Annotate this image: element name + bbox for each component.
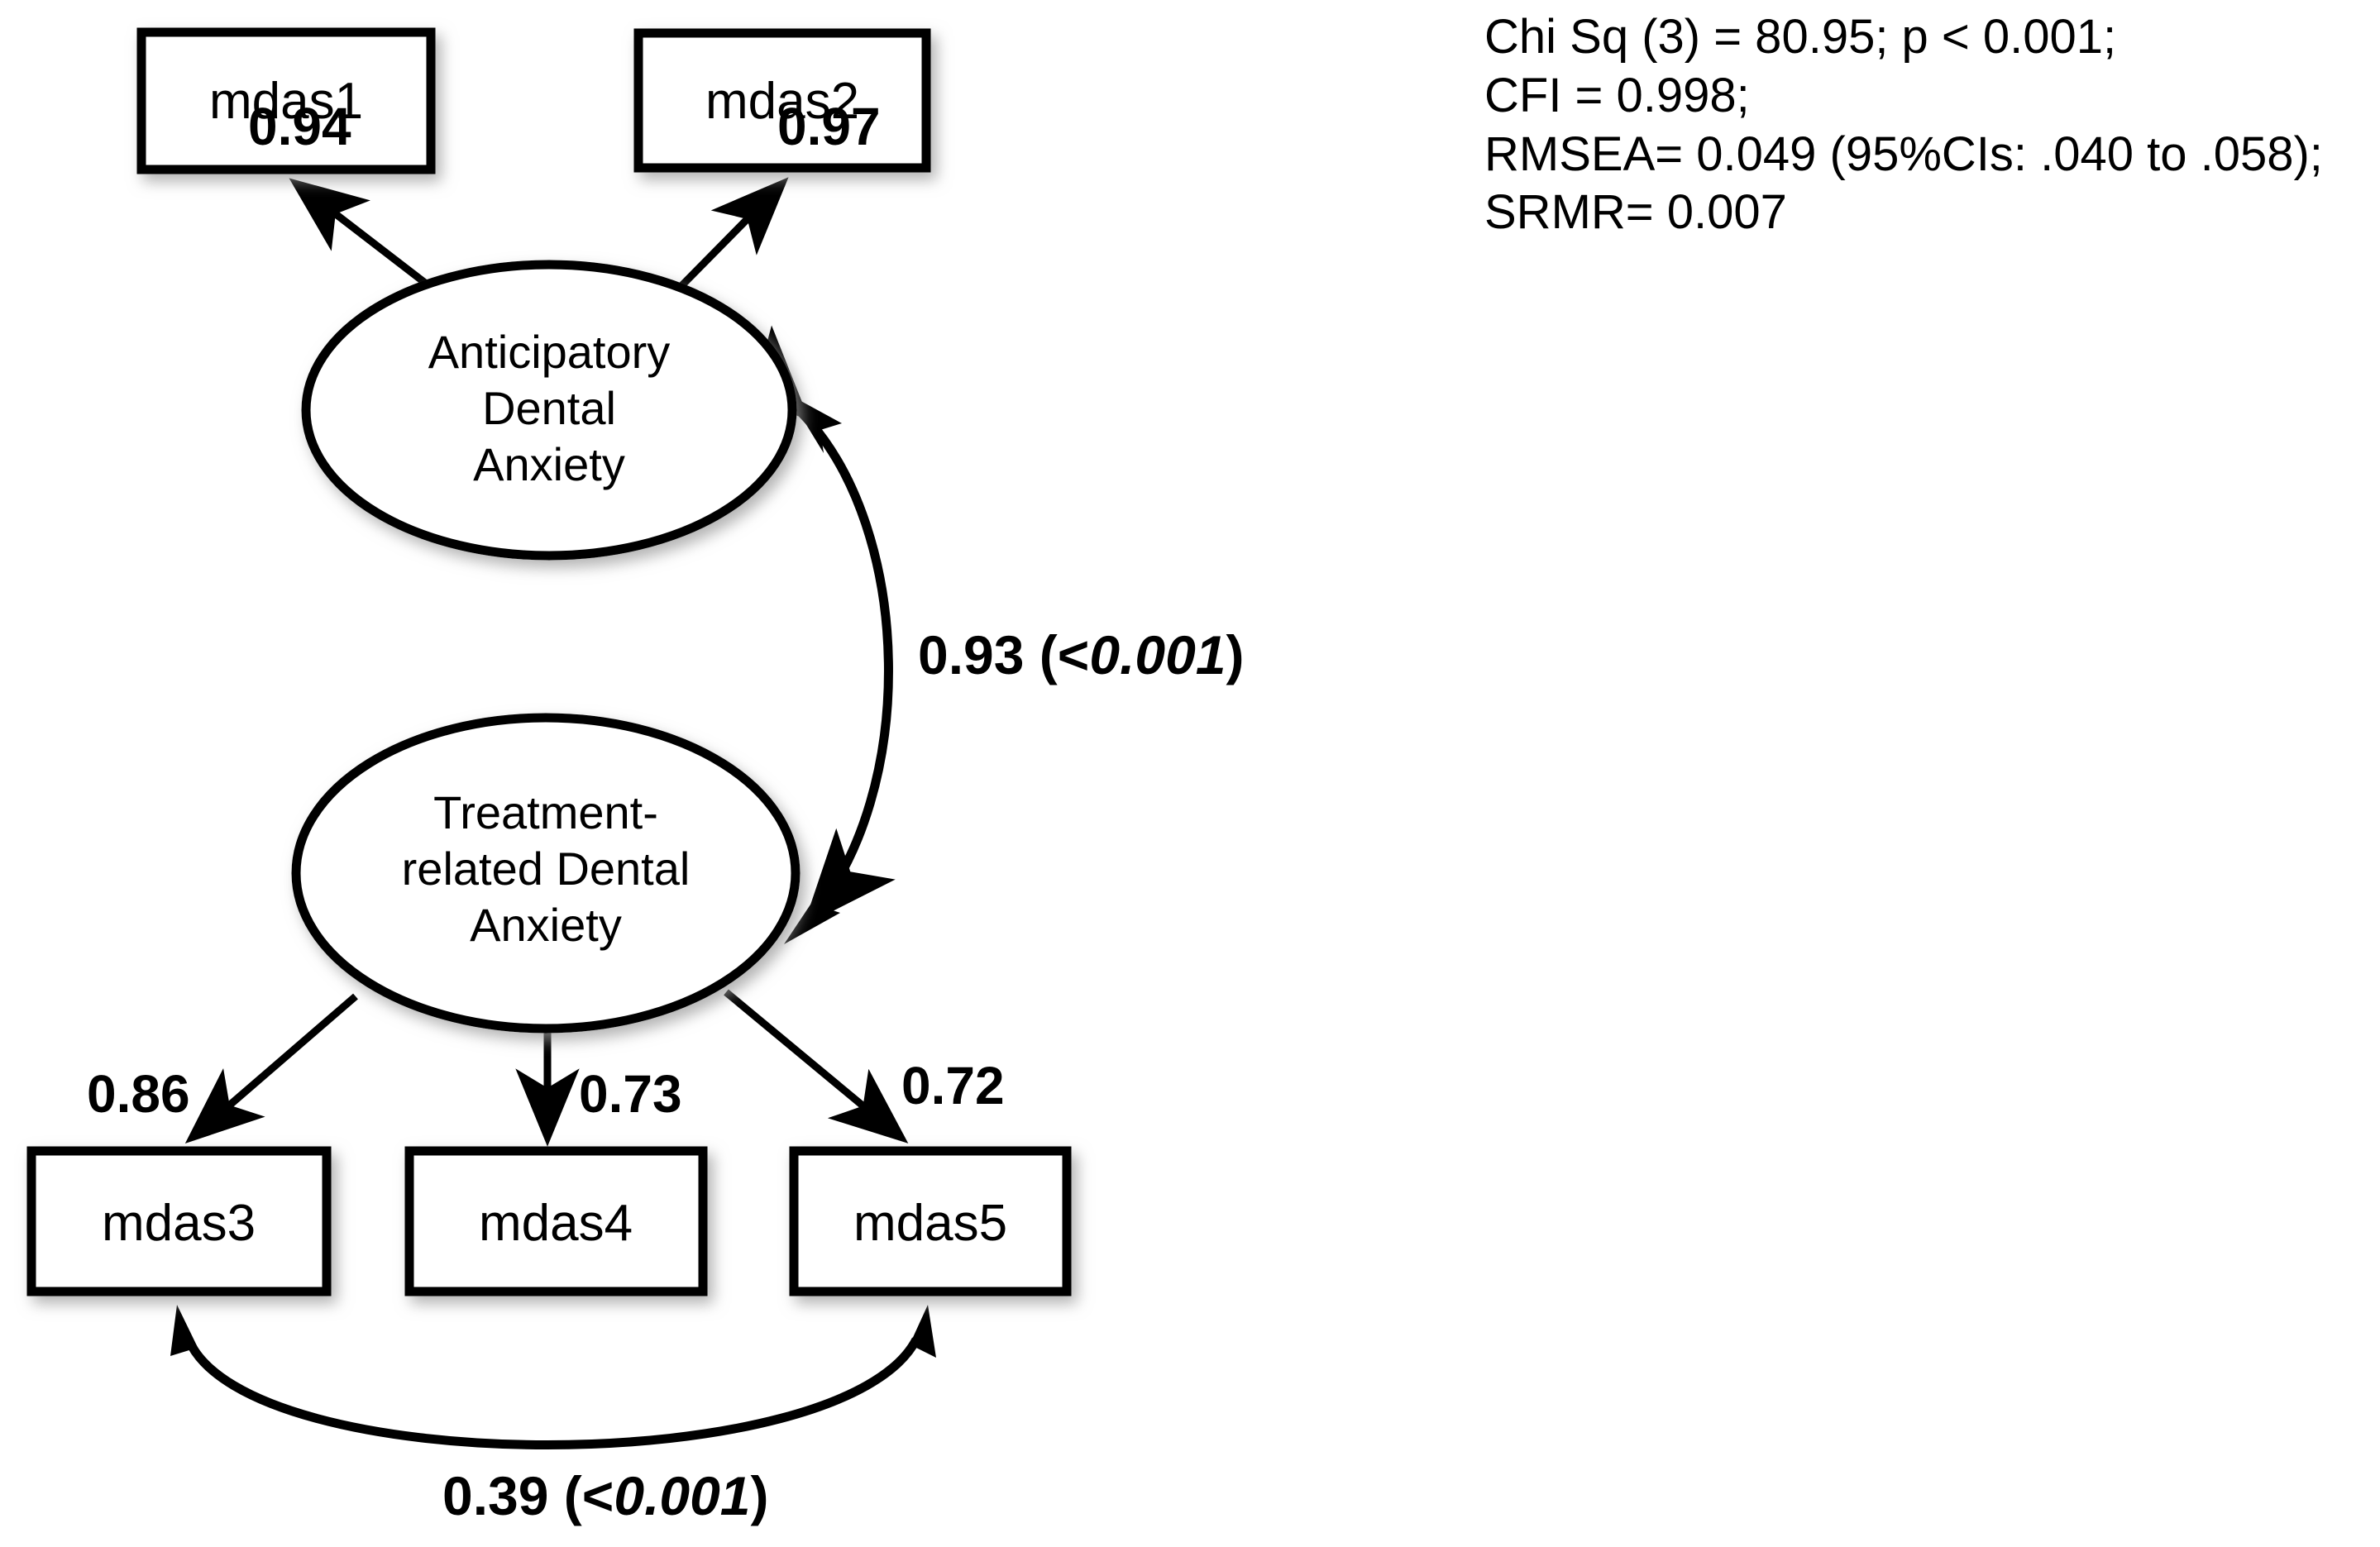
observed-label-mdas1: mdas1 [209,73,363,130]
covariance-paren-close-factors: ) [1226,624,1245,685]
observed-box-mdas4[interactable]: mdas4 [404,1146,708,1296]
fit-statistics-block: Chi Sq (3) = 80.95; p < 0.001; CFI = 0.9… [1484,8,2361,242]
latent-label-treatment-line2: related Dental [402,843,691,895]
latent-label-anticipatory-line1: Anticipatory [428,326,671,378]
loading-label-mdas4: 0.73 [579,1064,682,1124]
residual-arrowhead-mdas3 [170,1305,205,1363]
covariance-label-factors: 0.93 (<0.001) [918,624,1244,685]
covariance-paren-open-residual: (< [548,1465,614,1526]
latent-label-treatment-line3: Anxiety [470,899,622,951]
observed-label-mdas5: mdas5 [853,1195,1007,1252]
fit-stat-cfi: CFI = 0.998; [1484,68,1750,122]
loading-label-mdas5: 0.72 [901,1056,1005,1115]
loading-arrow-treatment-mdas3 [184,993,358,1144]
covariance-paren-open-factors: (< [1024,624,1089,685]
covariance-arrowhead-upper [787,394,842,453]
loading-label-mdas2: 0.97 [777,97,881,156]
covariance-paren-close-residual: ) [751,1465,769,1526]
covariance-label-residual: 0.39 (<0.001) [442,1465,768,1526]
latent-label-treatment-line1: Treatment- [433,786,658,838]
covariance-pvalue-factors: 0.001 [1089,624,1226,685]
covariance-arrowhead-lower [784,885,840,944]
loading-label-mdas3: 0.86 [87,1064,190,1124]
observed-label-mdas3: mdas3 [102,1195,256,1252]
residual-covariance-curve-mdas3-mdas5 [184,1337,920,1449]
latent-factor-anticipatory[interactable]: Anticipatory Dental Anxiety [301,260,797,561]
observed-label-mdas4: mdas4 [479,1195,633,1252]
fit-stat-chi-square: Chi Sq (3) = 80.95; p < 0.001; [1484,10,2117,64]
observed-label-mdas2: mdas2 [705,73,859,130]
covariance-estimate-factors: 0.93 [918,624,1024,685]
covariance-pvalue-residual: 0.001 [614,1465,750,1526]
latent-label-anticipatory-line2: Dental [482,382,616,434]
loading-arrow-treatment-mdas5 [724,989,909,1144]
loading-arrow-anticipatory-mdas2 [667,177,789,301]
latent-label-anticipatory-line3: Anxiety [473,438,625,490]
latent-factor-treatment-related[interactable]: Treatment- related Dental Anxiety [291,713,801,1034]
residual-arrowhead-mdas5 [901,1305,936,1363]
loading-label-mdas1: 0.94 [248,97,351,156]
covariance-curve-factors [714,325,896,926]
observed-box-mdas1[interactable]: mdas1 [136,27,436,174]
fit-stat-srmr: SRMR= 0.007 [1484,185,1787,240]
covariance-estimate-residual: 0.39 [442,1465,548,1526]
observed-box-mdas3[interactable]: mdas3 [26,1146,332,1296]
fit-stat-rmsea: RMSEA= 0.049 (95%CIs: .040 to .058); [1484,127,2323,181]
observed-box-mdas5[interactable]: mdas5 [789,1146,1072,1296]
observed-box-mdas2[interactable]: mdas2 [633,28,931,173]
loading-arrow-anticipatory-mdas1 [289,178,449,303]
